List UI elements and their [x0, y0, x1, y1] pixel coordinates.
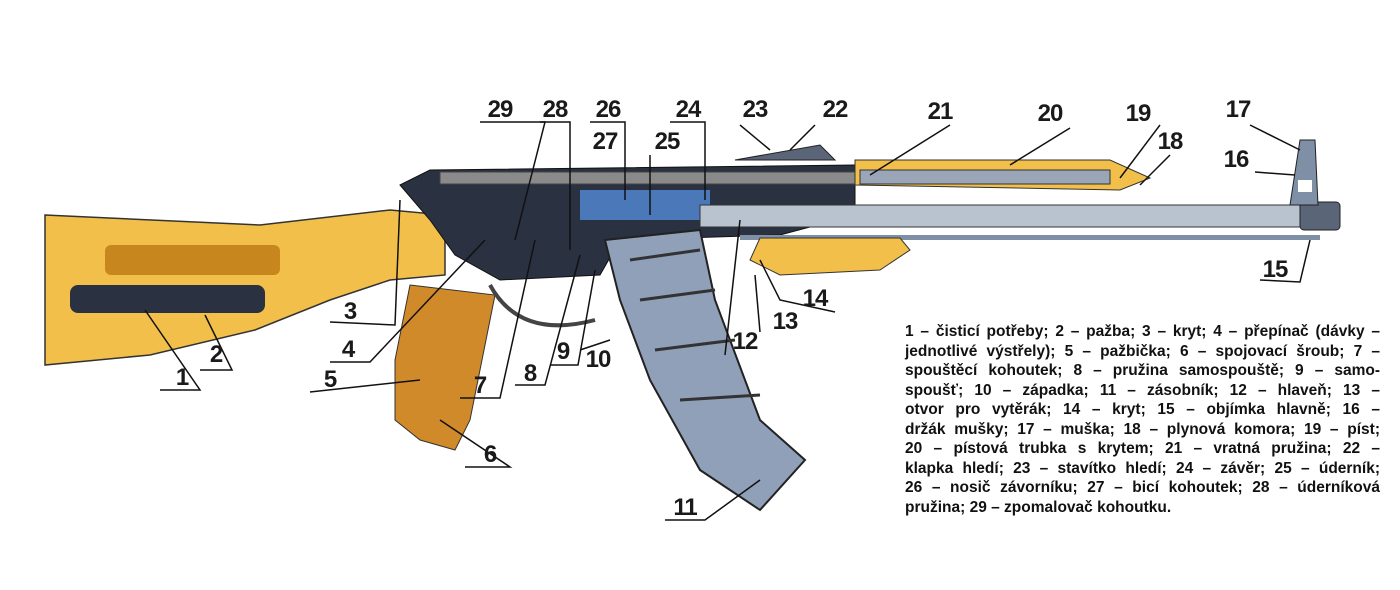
stock-cavity	[105, 245, 280, 275]
part-label-12: 12	[732, 328, 759, 355]
part-label-9: 9	[556, 338, 570, 365]
part-label-4: 4	[341, 336, 355, 363]
part-label-26: 26	[595, 96, 622, 123]
part-label-15: 15	[1262, 256, 1289, 283]
part-label-21: 21	[927, 98, 954, 125]
magazine-ribs	[629, 248, 761, 402]
bolt-carrier	[580, 190, 710, 220]
legend-line: otvor pro vytěrák; 14 – kryt; 15 – objím…	[905, 401, 1380, 418]
part-label-29: 29	[487, 96, 514, 123]
magazine	[603, 228, 807, 512]
legend-line: spouštěcí kohoutek; 8 – pružina samospou…	[905, 362, 1380, 379]
part-label-25: 25	[654, 128, 681, 155]
legend-line: 1 – čisticí potřeby; 2 – pažba; 3 – kryt…	[905, 323, 1380, 340]
cleaning-rod	[740, 235, 1320, 240]
legend-line: pružina; 29 – zpomalovač kohoutku.	[905, 498, 1172, 516]
part-label-13: 13	[772, 308, 799, 335]
part-label-3: 3	[343, 298, 357, 325]
part-label-8: 8	[523, 360, 537, 387]
part-label-24: 24	[675, 96, 702, 123]
part-label-10: 10	[585, 346, 612, 373]
legend-line: držák mušky; 17 – muška; 18 – plynová ko…	[905, 420, 1380, 438]
legend-line: spoušť; 10 – západka; 11 – zásobník; 12 …	[905, 381, 1380, 399]
pistol-grip	[394, 284, 496, 451]
part-label-22: 22	[822, 96, 849, 123]
part-label-17: 17	[1225, 96, 1252, 123]
part-label-1: 1	[175, 364, 189, 391]
trigger-guard	[488, 284, 596, 328]
part-label-19: 19	[1125, 100, 1152, 127]
parts-legend: 1 – čisticí potřeby; 2 – pažba; 3 – kryt…	[905, 322, 1380, 517]
front-sight-window	[1298, 180, 1312, 192]
part-label-7: 7	[473, 372, 487, 399]
part-label-20: 20	[1037, 100, 1064, 127]
legend-line: 20 – pístová trubka s krytem; 21 – vratn…	[905, 440, 1380, 457]
legend-line: jednotlivé výstřely); 5 – pažbička; 6 – …	[905, 342, 1380, 360]
leader-lines	[144, 121, 1311, 521]
part-label-16: 16	[1223, 146, 1250, 173]
gas-tube	[859, 169, 1111, 185]
part-label-6: 6	[483, 441, 497, 468]
part-label-5: 5	[323, 366, 337, 393]
part-label-2: 2	[209, 341, 223, 368]
barrel	[699, 204, 1301, 228]
part-label-18: 18	[1157, 128, 1184, 155]
part-label-23: 23	[742, 96, 769, 123]
legend-line: klapka hledí; 23 – stavítko hledí; 24 – …	[905, 459, 1380, 477]
front-sight	[1289, 139, 1319, 206]
part-label-28: 28	[542, 96, 569, 123]
part-label-11: 11	[673, 494, 697, 521]
rear-sight	[734, 144, 837, 161]
legend-line: 26 – nosič závorníku; 27 – bicí kohoutek…	[905, 479, 1380, 496]
part-label-14: 14	[802, 285, 829, 312]
cleaning-kit	[70, 285, 265, 313]
muzzle	[1299, 201, 1341, 231]
part-label-27: 27	[592, 128, 619, 155]
lower-handguard	[749, 237, 911, 276]
